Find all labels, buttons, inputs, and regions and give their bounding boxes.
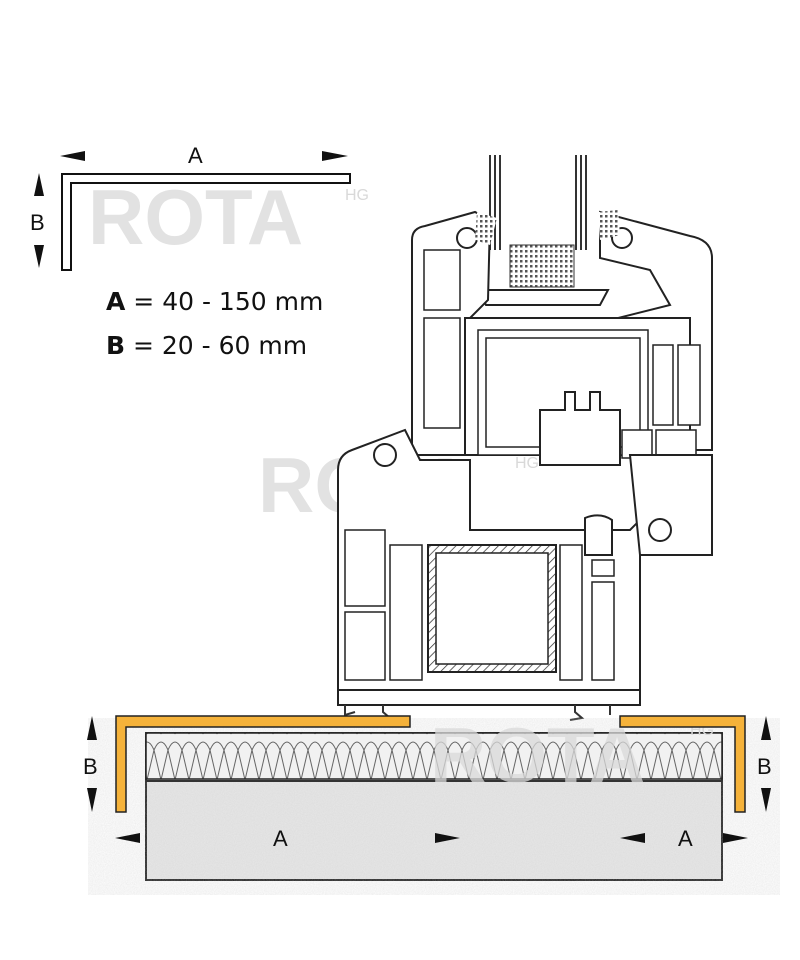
watermark-bottom: ROTA HG bbox=[430, 711, 714, 799]
sill-profile-left bbox=[115, 715, 411, 813]
arrow-up-icon bbox=[34, 173, 44, 196]
right-label-a: A bbox=[678, 826, 693, 851]
frame-profile bbox=[337, 428, 713, 721]
spacer-desiccant bbox=[509, 244, 575, 288]
angle-profile-shape bbox=[61, 173, 351, 271]
sill-profile-right bbox=[619, 715, 746, 813]
svg-text:ROTA: ROTA bbox=[88, 173, 303, 261]
gasket bbox=[456, 227, 478, 249]
left-label-a: A bbox=[273, 826, 288, 851]
svg-text:HG: HG bbox=[345, 187, 369, 204]
arrow-down-icon bbox=[761, 788, 771, 812]
svg-text:HG: HG bbox=[515, 455, 539, 472]
dimension-b: B = 20 - 60 mm bbox=[106, 331, 307, 360]
wall-section bbox=[145, 732, 723, 881]
svg-text:ROTA: ROTA bbox=[430, 711, 645, 799]
dimension-a: A = 40 - 150 mm bbox=[106, 287, 323, 316]
arrow-left-icon bbox=[115, 833, 140, 843]
angle-profile-legend: A B A = 40 - 150 mm B = 20 - 60 mm bbox=[30, 143, 351, 360]
arrow-right-icon bbox=[723, 833, 748, 843]
arrow-up-icon bbox=[87, 716, 97, 740]
insulation-layer bbox=[145, 732, 723, 780]
arrow-right-icon bbox=[435, 833, 460, 843]
label-a: A bbox=[188, 143, 203, 168]
arrow-right-icon bbox=[322, 151, 348, 161]
right-label-b: B bbox=[757, 754, 772, 779]
sash-profile bbox=[411, 210, 713, 466]
arrow-left-icon bbox=[60, 151, 85, 161]
glazing-panes bbox=[476, 155, 610, 306]
gasket bbox=[373, 443, 397, 467]
arrow-down-icon bbox=[87, 788, 97, 812]
arrow-left-icon bbox=[620, 833, 645, 843]
label-b: B bbox=[30, 210, 45, 235]
arrow-down-icon bbox=[34, 245, 44, 268]
left-label-b: B bbox=[83, 754, 98, 779]
watermark-top: ROTA HG bbox=[88, 173, 369, 261]
gasket bbox=[648, 518, 672, 542]
bottom-dimensions: B B A A bbox=[83, 716, 772, 851]
arrow-up-icon bbox=[761, 716, 771, 740]
